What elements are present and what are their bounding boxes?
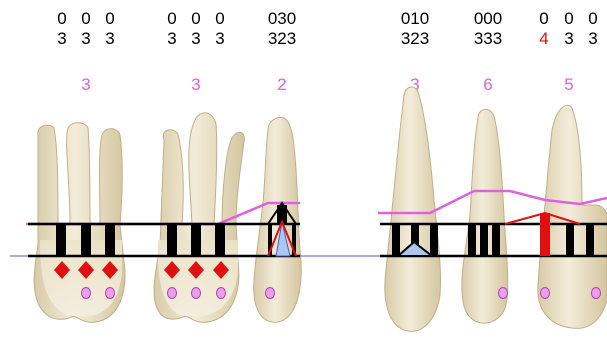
depth-bar (167, 224, 177, 256)
plaque-marker (106, 288, 115, 299)
probing-depth-value: 0 (588, 9, 597, 28)
probing-depth-value: 0 (57, 9, 66, 28)
probing-depth-value: 030 (268, 9, 296, 28)
tooth-count: 6 (483, 75, 492, 94)
attachment-value: 323 (401, 29, 429, 48)
attachment-value: 3 (57, 29, 66, 48)
plaque-marker (217, 288, 226, 299)
attachment-value: 3 (105, 29, 114, 48)
attachment-value: 3 (588, 29, 597, 48)
probing-depth-value: 000 (474, 9, 502, 28)
depth-bar (430, 224, 438, 256)
tooth-counts: 3 3 2 3 6 5 (81, 75, 573, 94)
probing-depth-value: 0 (191, 9, 200, 28)
depth-bar (191, 224, 201, 256)
plaque-marker (192, 288, 201, 299)
plaque-marker (82, 288, 91, 299)
plaque-marker (266, 288, 275, 299)
attachment-value: 3 (81, 29, 90, 48)
depth-bar (566, 224, 574, 256)
probing-depth-value: 0 (564, 9, 573, 28)
plaque-marker (168, 288, 177, 299)
plaque-marker (499, 288, 508, 299)
depth-bar (480, 224, 488, 256)
depth-bar (56, 224, 66, 256)
probing-depth-value: 0 (81, 9, 90, 28)
probing-depth-value: 0 (105, 9, 114, 28)
tooth-count: 3 (81, 75, 90, 94)
depth-bar (105, 224, 115, 256)
depth-bar (81, 224, 91, 256)
attachment-value: 3 (215, 29, 224, 48)
probing-depth-value: 010 (401, 9, 429, 28)
attachment-value: 323 (268, 29, 296, 48)
probing-depth-value: 0 (539, 9, 548, 28)
depth-bar (492, 224, 500, 256)
probing-depth-value: 0 (215, 9, 224, 28)
depth-bar (215, 224, 225, 256)
depth-bar (586, 224, 594, 256)
plaque-marker (541, 288, 550, 299)
tooth-count: 3 (191, 75, 200, 94)
measurement-header: 0 0 0 3 3 3 0 0 0 3 3 3 030 323 010 323 … (57, 9, 597, 48)
plaque-marker (592, 288, 601, 299)
probing-depth-value: 0 (167, 9, 176, 28)
probing-depth-bars (56, 224, 594, 256)
tooth-count: 2 (277, 75, 286, 94)
attachment-value: 333 (474, 29, 502, 48)
attachment-value: 3 (564, 29, 573, 48)
attachment-value: 3 (191, 29, 200, 48)
tooth-count: 5 (564, 75, 573, 94)
attachment-value: 3 (167, 29, 176, 48)
attachment-value-highlight: 4 (539, 29, 548, 48)
depth-bar (392, 224, 400, 256)
canine-tooth-illustration (385, 87, 441, 331)
depth-bar (468, 224, 476, 256)
